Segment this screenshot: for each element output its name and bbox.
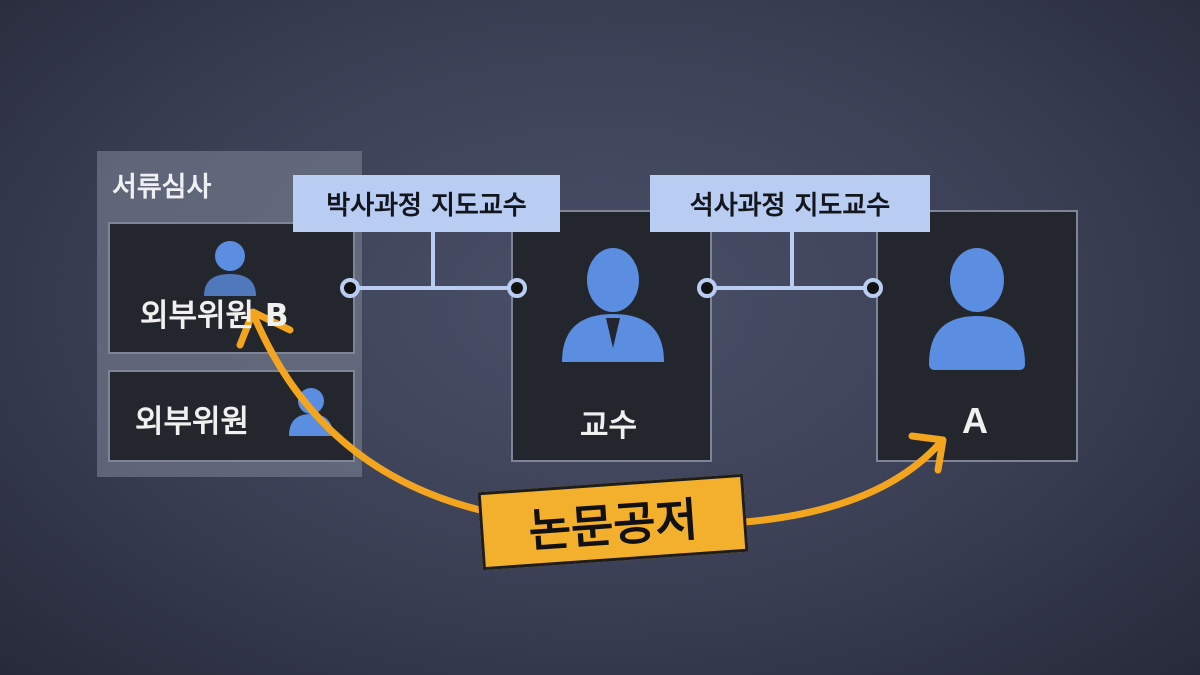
person-icon bbox=[929, 248, 1025, 370]
panel-title: 서류심사 bbox=[112, 172, 212, 203]
external-member-b-box bbox=[108, 222, 355, 354]
masters-advisor-tag: 석사과정 지도교수 bbox=[650, 175, 930, 232]
student-a-label: A bbox=[962, 400, 988, 441]
person-suit-icon bbox=[289, 388, 333, 436]
phd-advisor-tag: 박사과정 지도교수 bbox=[293, 175, 560, 232]
external-member-b-label: 외부위원 B bbox=[140, 298, 289, 334]
professor-label: 교수 bbox=[580, 408, 638, 444]
co-author-arrow bbox=[236, 308, 947, 526]
person-suit-icon bbox=[204, 241, 256, 296]
person-suit-icon bbox=[562, 248, 664, 362]
external-member-label: 외부위원 bbox=[135, 404, 250, 440]
connector-dot bbox=[340, 278, 883, 298]
